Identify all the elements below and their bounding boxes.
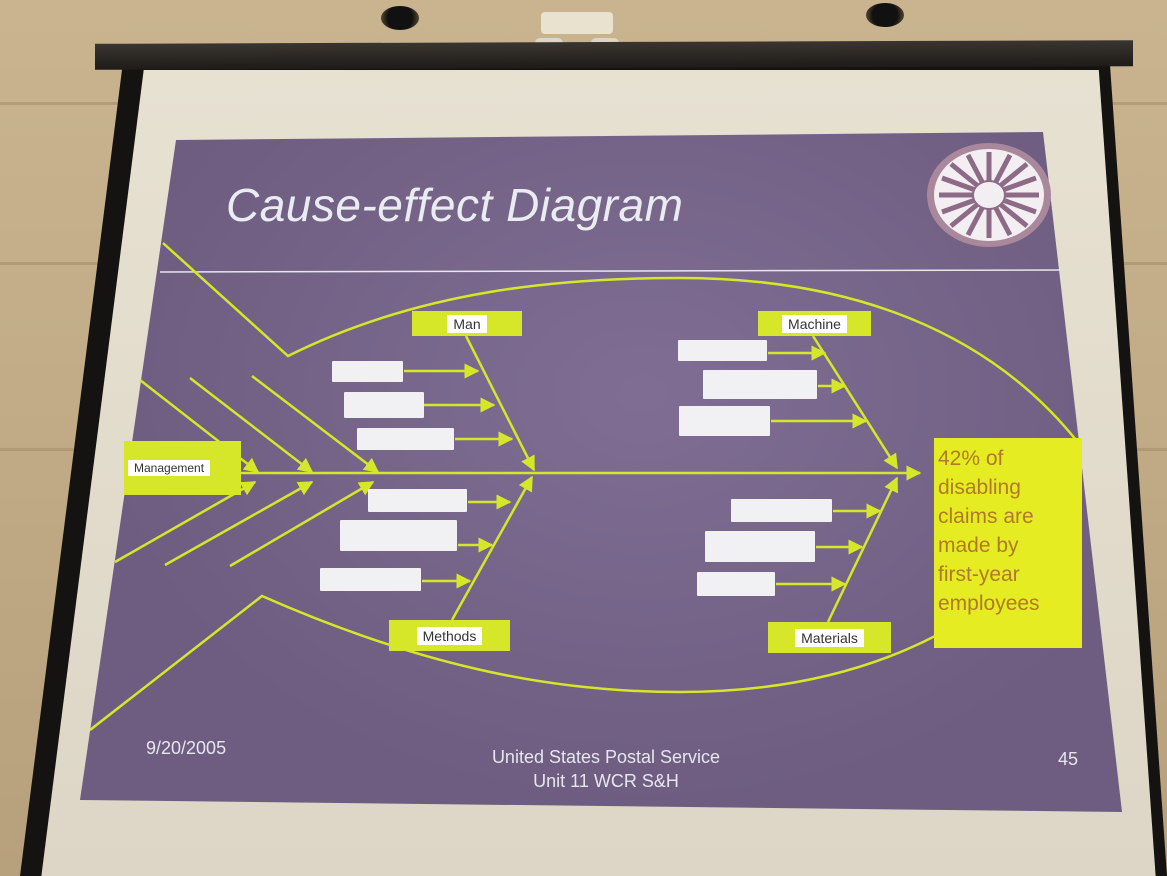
tail-bone	[164, 480, 314, 567]
effect-line: 42% of	[938, 447, 1004, 470]
category-man: Man	[412, 311, 522, 336]
effect-box: 42% of disabling claims are made by firs…	[934, 438, 1082, 648]
cause-box	[703, 370, 817, 399]
bone-man	[464, 335, 536, 472]
cause-box	[678, 340, 767, 361]
cause-box	[332, 361, 403, 382]
footer-org-line1: United States Postal Service	[491, 747, 721, 767]
category-materials: Materials	[768, 622, 891, 653]
effect-line: disabling	[938, 476, 1021, 499]
footer-org-line2: Unit 11 WCR S&H	[533, 771, 679, 791]
usps-logo-icon	[927, 143, 1051, 247]
footer-organization: United States Postal Service Unit 11 WCR…	[446, 745, 766, 793]
ceiling-light-left	[381, 6, 419, 30]
effect-line: made by	[938, 534, 1019, 557]
tail-bone	[114, 480, 257, 564]
slide-number: 45	[1058, 749, 1079, 769]
category-management: Management	[124, 441, 241, 495]
cause-box	[357, 428, 454, 450]
bone-machine	[811, 335, 899, 470]
fish-outline-top	[162, 242, 1081, 446]
cause-box	[344, 392, 424, 418]
footer-date: 9/20/2005	[146, 738, 227, 758]
tail-bone	[189, 377, 314, 473]
bone-materials	[826, 476, 899, 623]
ceiling-light-right	[866, 3, 904, 27]
cause-box	[731, 499, 832, 522]
tail-bone	[251, 375, 380, 473]
title-divider	[159, 269, 1061, 273]
effect-line: claims are	[938, 505, 1034, 528]
cause-box	[705, 531, 815, 562]
cause-box	[368, 489, 467, 512]
cause-box	[320, 568, 421, 591]
tail-bone	[229, 480, 375, 568]
cause-box	[697, 572, 775, 596]
effect-line: first-year	[938, 563, 1020, 586]
cause-box	[340, 520, 457, 551]
effect-line: employees	[938, 592, 1040, 615]
category-machine: Machine	[758, 311, 871, 336]
category-methods: Methods	[389, 620, 510, 651]
cause-box	[679, 406, 770, 436]
fish-outline-bottom	[89, 509, 1080, 731]
slide-title: Cause-effect Diagram	[226, 179, 684, 231]
